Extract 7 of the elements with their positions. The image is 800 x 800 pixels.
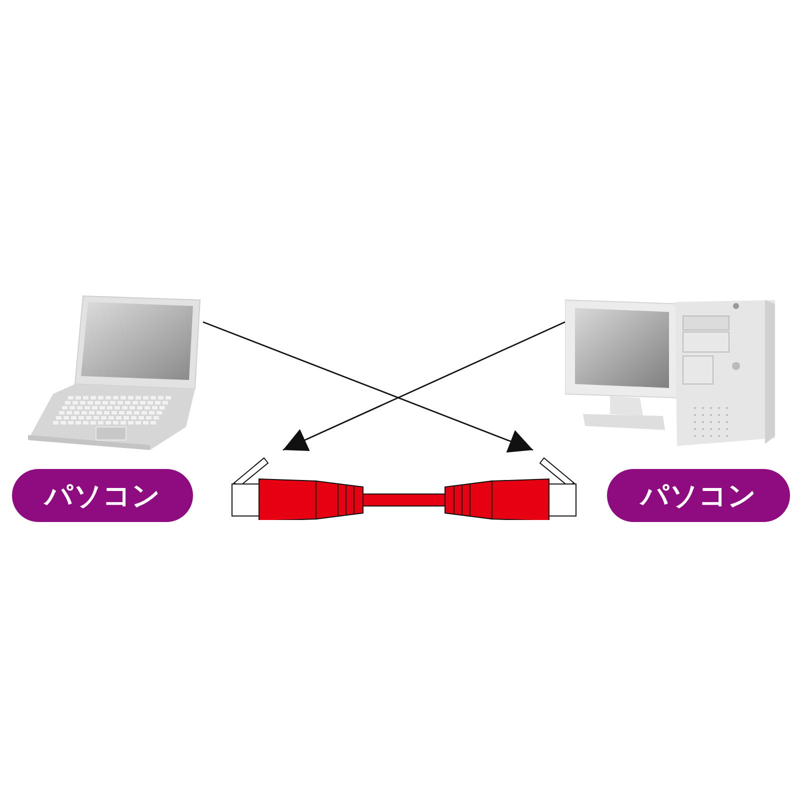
desktop-computer-drawing <box>565 298 775 448</box>
label-pill <box>12 469 193 522</box>
label-pill <box>607 469 790 522</box>
pill-text: パソコン <box>640 478 756 514</box>
arrow <box>282 321 566 451</box>
arrow <box>202 321 534 452</box>
pill-text: パソコン <box>44 478 160 514</box>
